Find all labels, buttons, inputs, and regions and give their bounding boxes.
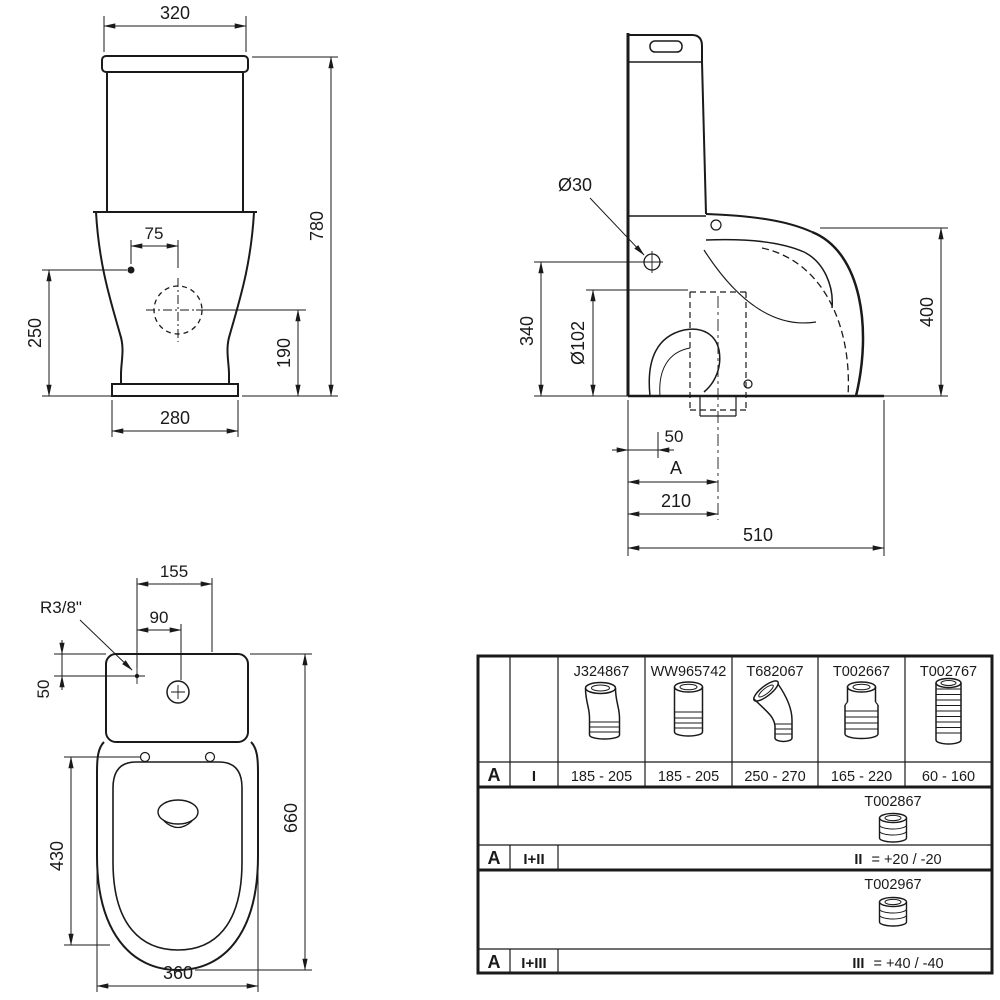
dim-label-400: 400 [917,297,937,327]
front-cistern-lid [101,55,249,73]
adjustment-value: = +20 / -20 [871,852,941,868]
front-view: 320 780 75 250 190 280 [25,3,338,437]
top-hinge-hole-right [204,751,216,763]
dim-label-190: 190 [274,338,294,368]
dim-label-660: 660 [281,803,301,833]
side-flush-button [649,40,683,53]
dim-label-280: 280 [160,408,190,428]
accessory-part-number: T002967 [864,877,921,893]
connector-icon-j324867 [584,681,621,740]
dim-label-50-top: 50 [34,680,53,699]
connector-icon-t002767 [935,677,962,745]
table-row: A I 185 - 205 185 - 205 250 - 270 165 - … [488,765,976,785]
side-bowl-front-profile [811,230,865,397]
config-label: I+III [521,955,546,972]
table-column-dividers [509,656,906,787]
front-bowl-left [95,211,124,384]
leader-r38 [79,619,133,671]
dim-label-210: 210 [661,491,691,511]
top-hinge-hole-left [139,751,151,763]
front-outlet-circle [153,285,203,335]
top-flush-outlet [157,799,199,825]
front-dimensions [42,16,338,437]
table-part-header: WW965742 [651,664,727,680]
table-part-header: T002767 [920,664,977,680]
top-dimensions [54,578,312,992]
dim-label-250: 250 [25,318,45,348]
dim-label-r38: R3/8" [40,598,82,617]
dim-label-780: 780 [307,211,327,241]
adjustment-value: = +40 / -40 [873,956,943,972]
zone-label: A [488,848,501,868]
dim-label-430: 430 [47,841,67,871]
front-base [111,383,239,397]
side-rim-underside [705,238,833,309]
config-label: I+II [523,851,544,868]
dim-label-A: A [670,458,682,478]
top-bowl-outer [96,741,259,972]
top-seat-inner-ring [112,761,243,951]
dim-label-340: 340 [517,316,537,346]
table-part-header: J324867 [574,664,630,680]
side-cistern-lid [628,34,703,62]
side-fixing-hole [743,379,753,389]
table-row: T002967 A I+III III = +40 / -40 [488,877,944,972]
top-inlet-hole [166,680,190,704]
side-bowl-inner [703,249,817,324]
table-row-dividers [478,761,992,950]
side-seat-top [705,213,813,233]
coupler-icon-t002867 [878,812,908,843]
dim-label-360: 360 [163,963,193,983]
coupler-icon-t002967 [878,896,908,927]
dim-label-510: 510 [743,525,773,545]
dim-label-75: 75 [145,224,164,243]
top-view: 155 R3/8" 90 50 660 430 360 [34,562,312,992]
top-connection-dot [134,673,140,679]
side-cistern-front [701,61,707,215]
side-view: Ø30 340 Ø102 400 50 A 210 510 [517,33,948,556]
table-section-dividers [478,785,992,872]
leader-hole-30 [589,197,645,256]
dim-label-155: 155 [160,562,188,581]
table-part-header: T002667 [833,664,890,680]
connector-icon-t682067 [753,680,793,743]
parts-table: J324867 WW965742 T682067 T002667 T002767 [476,654,994,975]
connector-icon-ww965742 [673,681,704,737]
side-seat-cover-hidden [761,247,850,397]
front-fixing-dot [127,266,135,274]
side-seat-hinge [710,219,722,231]
dim-label-d30: Ø30 [558,175,592,195]
range-value: 60 - 160 [922,769,975,785]
adjustment-note: II = +20 / -20 [854,852,941,868]
top-cistern [105,653,249,743]
dim-label-50-side: 50 [665,427,684,446]
range-value: 185 - 205 [658,769,719,785]
table-outer-border [476,654,994,975]
side-dimensions [534,197,948,556]
table-header-row: J324867 WW965742 T682067 T002667 T002767 [574,664,977,680]
adjustment-note: III = +40 / -40 [852,956,943,972]
zone-label: A [488,765,501,785]
dim-label-320: 320 [160,3,190,23]
accessory-part-number: T002867 [864,794,921,810]
front-bowl-right [226,211,255,384]
table-part-header: T682067 [746,664,803,680]
dim-label-90: 90 [150,608,169,627]
zone-label: A [488,952,501,972]
range-value: 185 - 205 [571,769,632,785]
adjustment-key: II [854,852,862,868]
table-row: T002867 A I+II II = +20 / -20 [488,794,942,868]
range-value: 250 - 270 [744,769,805,785]
range-value: 165 - 220 [831,769,892,785]
dim-label-d102: Ø102 [568,321,588,365]
adjustment-key: III [852,956,864,972]
front-cistern-body [106,71,244,213]
config-label: I [532,768,536,785]
connector-icon-t002667 [844,681,879,740]
